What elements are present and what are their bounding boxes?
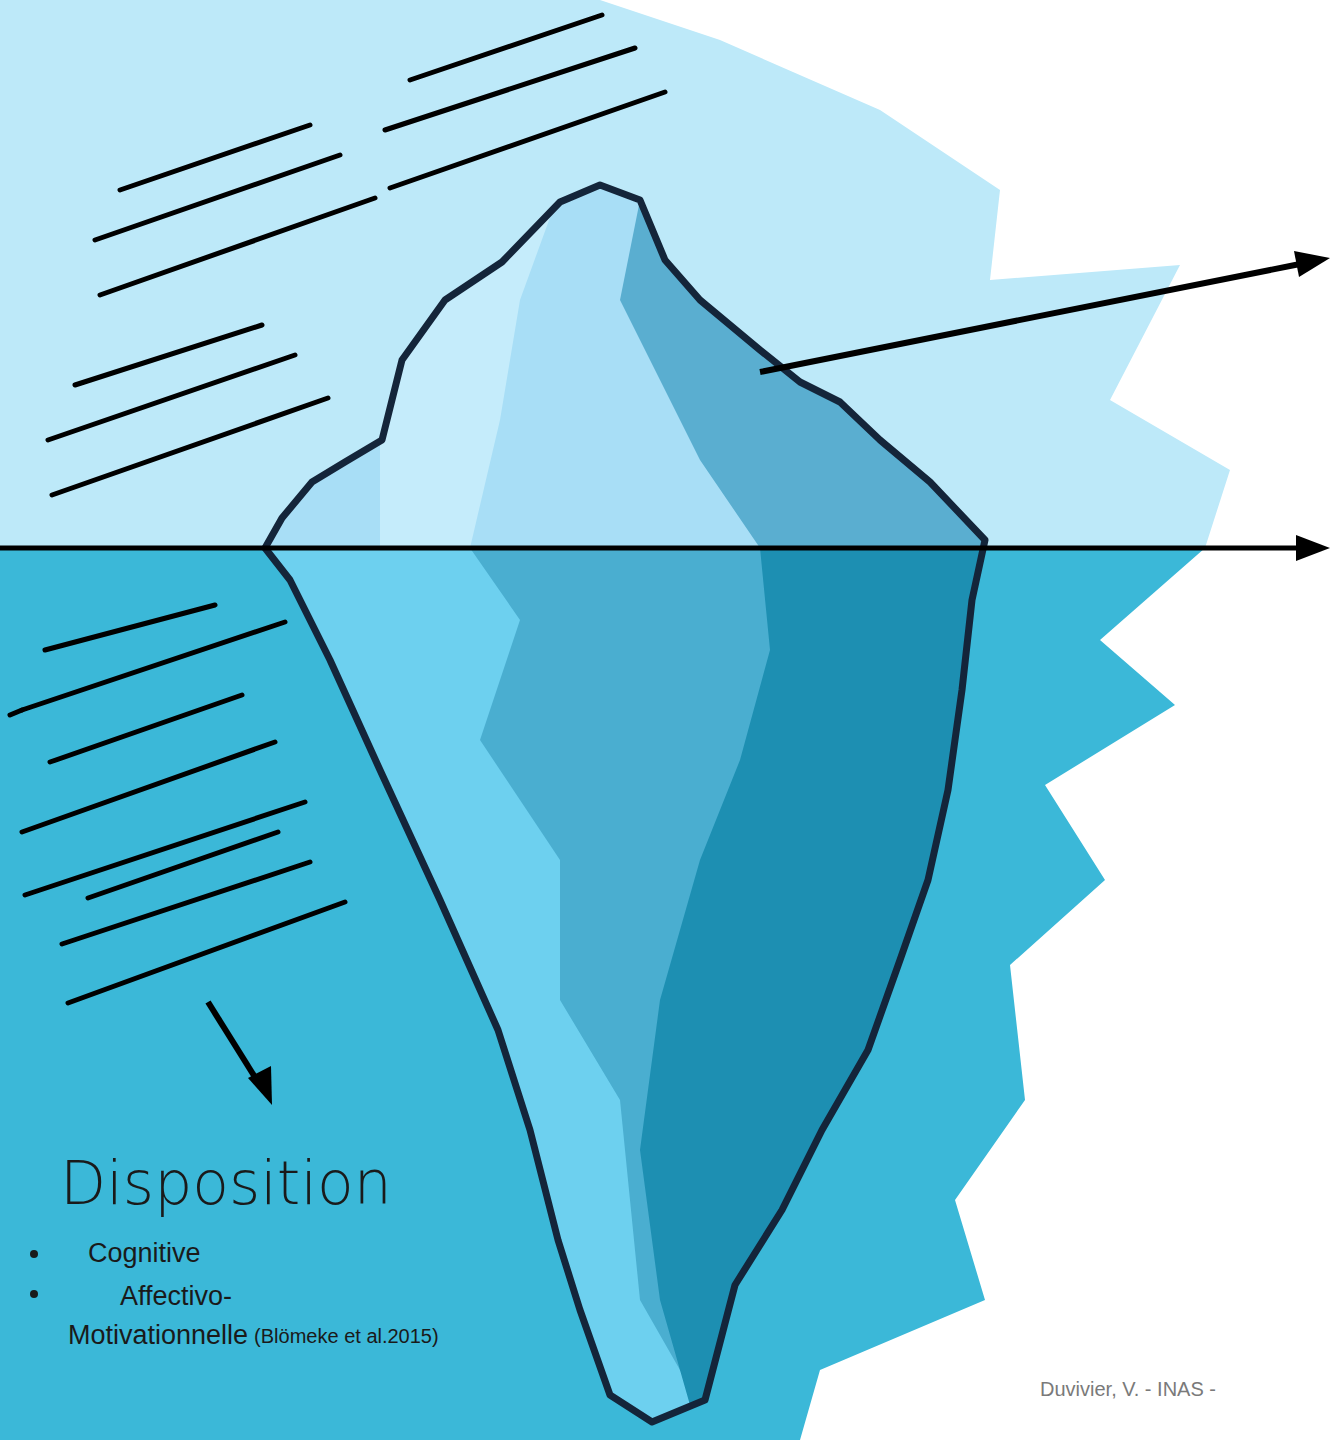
section-heading: Disposition (60, 1150, 530, 1216)
iceberg-outline (265, 185, 985, 1422)
list-item: Affectivo- Motivationnelle (68, 1277, 283, 1355)
footer-note: Duvivier, V. - INAS - (1040, 1377, 1325, 1401)
citation: (Blömeke et al.2015) (254, 1324, 584, 1348)
arrow-head (1294, 251, 1330, 277)
arrow-head (248, 1066, 272, 1105)
bullet-dot (30, 1250, 38, 1258)
pointer-arrow (208, 1002, 258, 1082)
list-item: Cognitive (88, 1237, 388, 1269)
bullet-dot (30, 1290, 38, 1298)
waterline (0, 546, 1300, 551)
arrow-head (1296, 535, 1330, 561)
pointer-arrow (760, 264, 1300, 372)
placeholder-lines (10, 15, 665, 1003)
